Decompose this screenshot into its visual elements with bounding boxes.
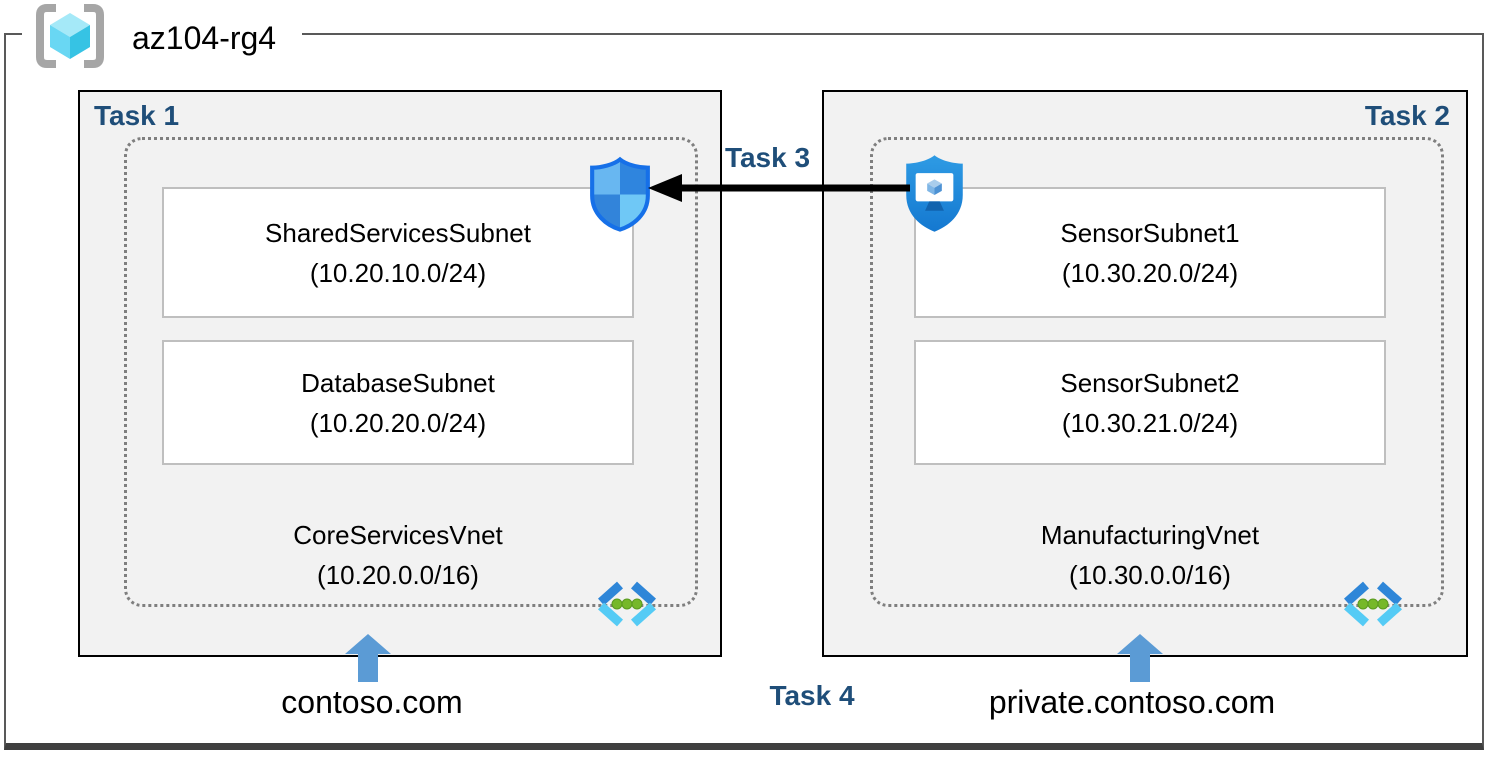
dns-up-arrow-icon (345, 634, 391, 682)
sensor-subnet2-box: SensorSubnet2 (10.30.21.0/24) (914, 340, 1386, 465)
vnet-cidr: (10.30.0.0/16) (1069, 560, 1231, 590)
shared-services-subnet-box: SharedServicesSubnet (10.20.10.0/24) (162, 187, 634, 318)
task2-box: Task 2 SensorSubnet1 (10.30.20.0/24) Sen… (822, 90, 1468, 657)
subnet-cidr: (10.20.10.0/24) (309, 257, 487, 288)
vnet-cidr: (10.20.0.0/16) (317, 560, 479, 590)
task2-label: Task 2 (1364, 100, 1450, 131)
resource-group-name: az104-rg4 (132, 20, 277, 56)
application-security-group-icon (901, 152, 968, 236)
sensor-subnet1-box: SensorSubnet1 (10.30.20.0/24) (914, 187, 1386, 318)
subnet-cidr: (10.30.20.0/24) (1061, 257, 1239, 288)
task4-label: Task 4 (769, 680, 855, 711)
manufacturing-vnet-boundary (870, 137, 1444, 607)
task1-box: Task 1 SharedServicesSubnet (10.20.10.0/… (78, 90, 722, 657)
subnet-cidr: (10.20.20.0/24) (309, 407, 487, 438)
subnet-name: SharedServicesSubnet (265, 217, 531, 248)
manufacturing-vnet-caption: ManufacturingVnet (10.30.0.0/16) (914, 515, 1386, 595)
subnet-name: DatabaseSubnet (301, 367, 495, 398)
database-subnet-box: DatabaseSubnet (10.20.20.0/24) (162, 340, 634, 465)
resource-group-header: az104-rg4 (22, 0, 303, 79)
subnet-name: SensorSubnet2 (1060, 367, 1240, 398)
dns-up-arrow-icon (1117, 634, 1163, 682)
contoso-dns-label: contoso.com (281, 684, 463, 720)
private-contoso-dns-label: private.contoso.com (988, 684, 1276, 720)
task3-arrow-icon (648, 171, 910, 205)
vnet-name: ManufacturingVnet (1040, 520, 1260, 550)
vnet-name: CoreServicesVnet (293, 520, 503, 550)
task1-label: Task 1 (94, 100, 180, 131)
core-services-vnet-caption: CoreServicesVnet (10.20.0.0/16) (162, 515, 634, 595)
core-services-vnet-boundary (124, 137, 698, 607)
task3-label: Task 3 (724, 142, 811, 173)
virtual-network-icon (594, 580, 660, 628)
subnet-cidr: (10.30.21.0/24) (1061, 407, 1239, 438)
virtual-network-icon (1340, 580, 1406, 628)
resource-group-icon (34, 4, 106, 73)
network-security-group-icon (587, 156, 653, 233)
subnet-name: SensorSubnet1 (1060, 217, 1240, 248)
